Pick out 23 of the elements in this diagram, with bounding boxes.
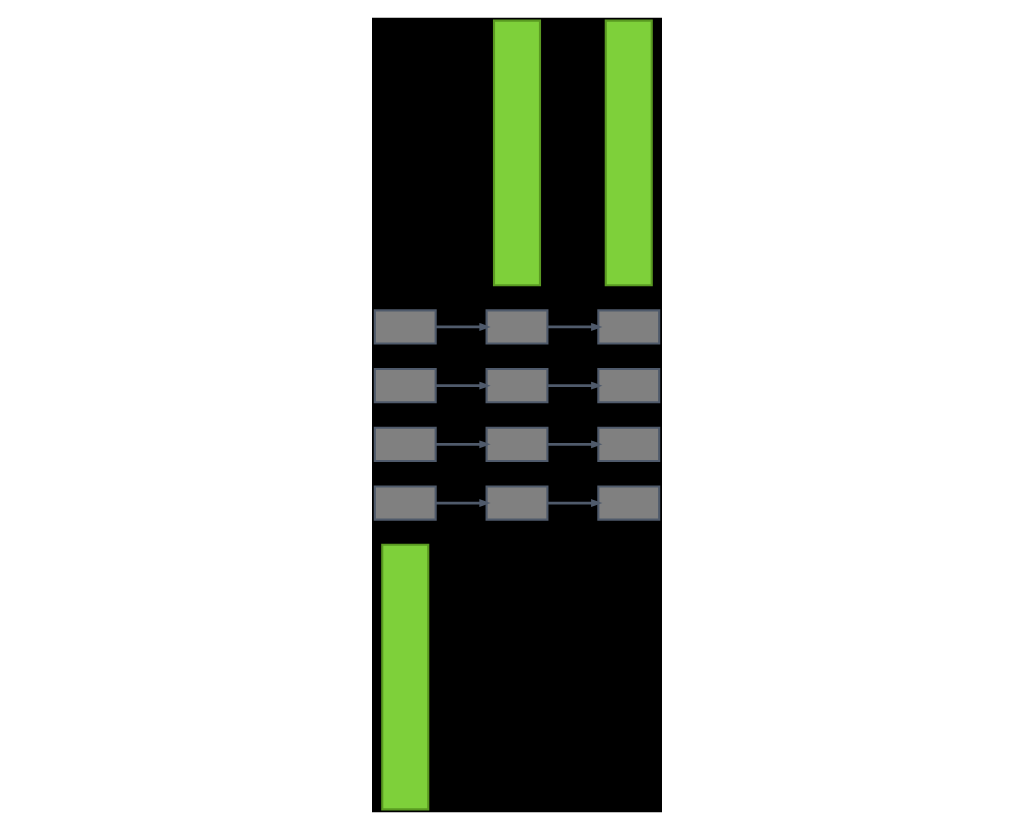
- node-box: [596, 309, 660, 345]
- node-box: [484, 426, 548, 463]
- arrow: [546, 381, 602, 390]
- arrow: [434, 381, 490, 390]
- node-bar: [380, 543, 429, 811]
- node-box: [596, 426, 660, 463]
- node-box: [372, 367, 436, 404]
- node-box: [596, 367, 660, 404]
- node-box: [484, 309, 548, 345]
- node-bar: [491, 19, 541, 287]
- node-box: [484, 367, 548, 404]
- node-bar: [603, 19, 652, 287]
- arrow: [546, 499, 602, 508]
- node-box: [372, 309, 436, 345]
- node-box: [372, 485, 436, 521]
- arrow: [546, 440, 602, 449]
- arrow: [434, 499, 490, 508]
- arrow: [434, 322, 490, 331]
- arrow: [434, 440, 490, 449]
- arrow: [546, 322, 602, 331]
- node-box: [372, 426, 436, 463]
- node-box: [596, 485, 660, 521]
- node-box: [484, 485, 548, 521]
